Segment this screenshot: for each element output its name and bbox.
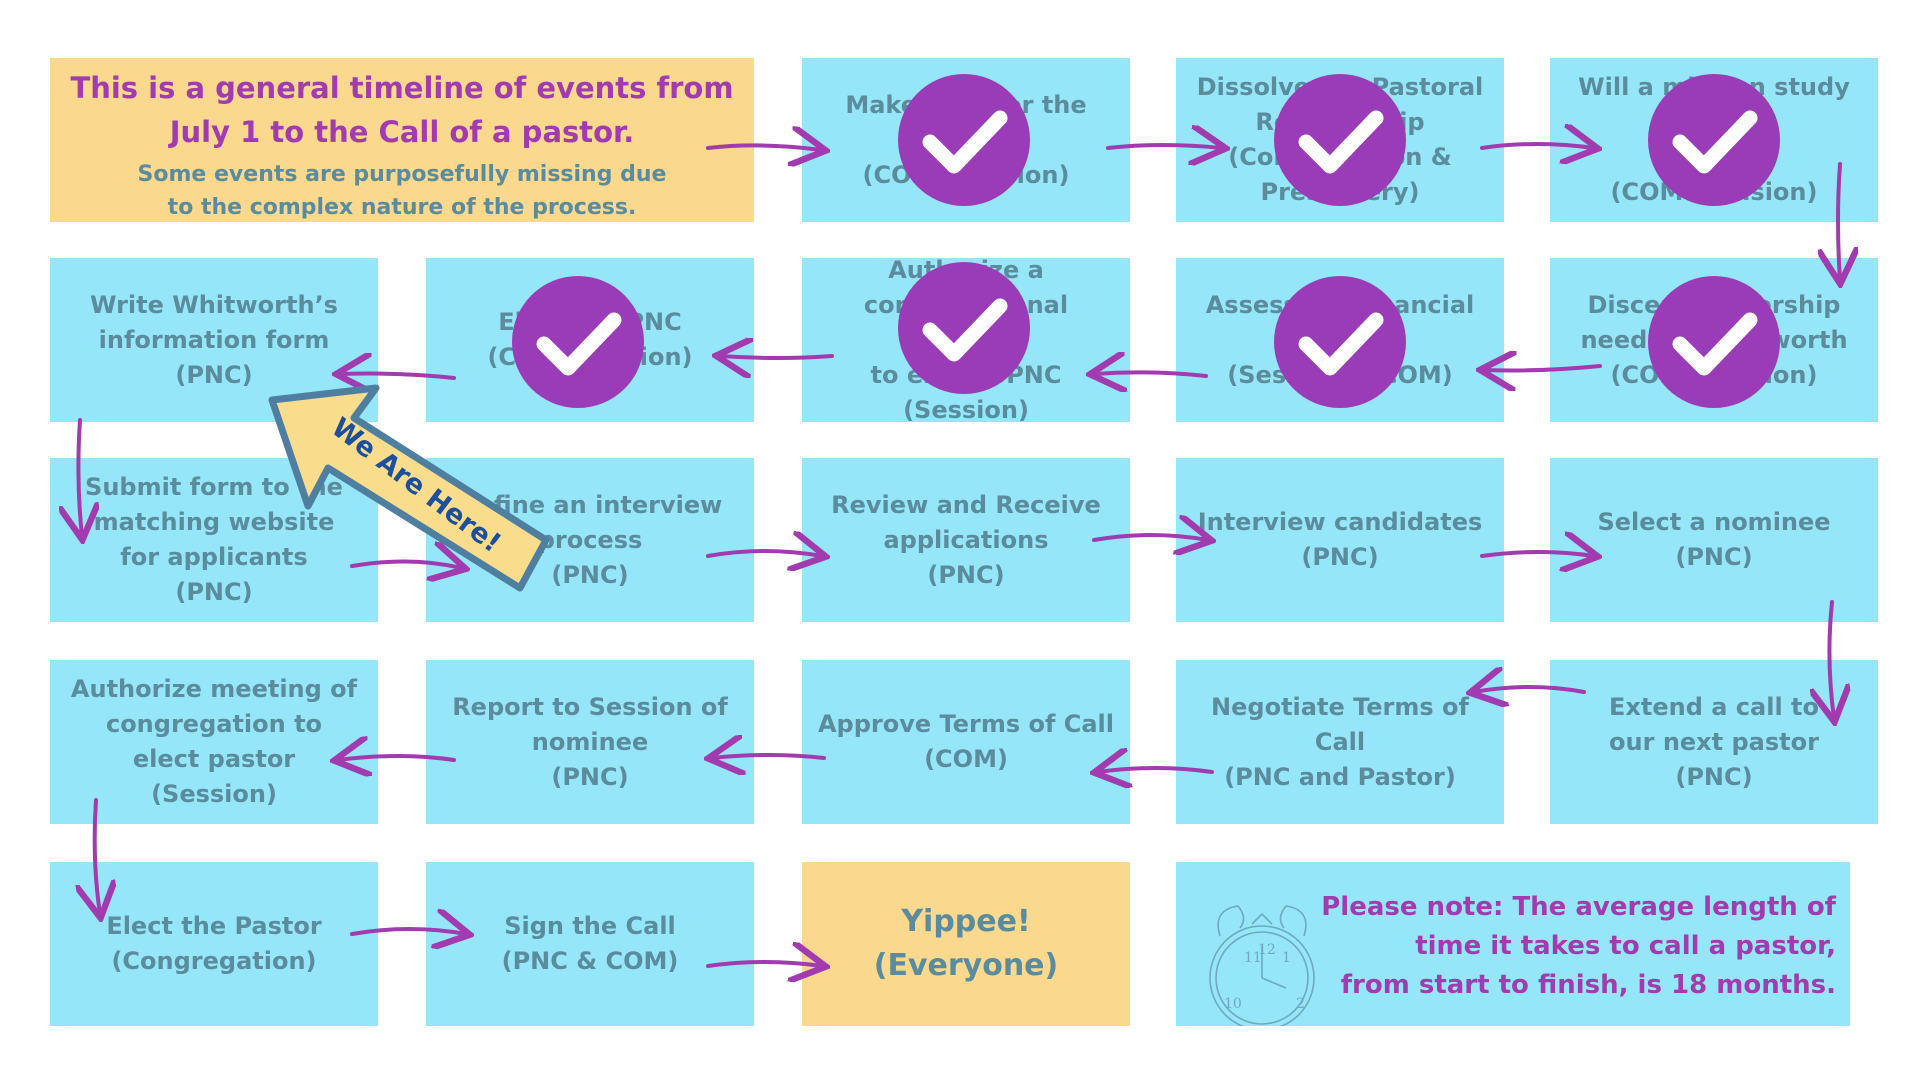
step-yippee: Yippee! (Everyone) [802,862,1130,1026]
step-extend-call: Extend a call to our next pastor (PNC) [1550,660,1878,824]
step-review-applications: Review and Receive applications (PNC) [802,458,1130,622]
alarm-clock-icon: 11 12 1 10 2 [1209,905,1315,1026]
checkmark-icon [512,276,644,408]
intro-box: This is a general timeline of events fro… [50,58,754,222]
note-box: 11 12 1 10 2 Please note: The average le… [1176,862,1850,1026]
step-submit-form: Submit form to the matching website for … [50,458,378,622]
step-authorize-meeting: Authorize meeting of congregation to ele… [50,660,378,824]
checkmark-icon [1648,276,1780,408]
step-sign-call: Sign the Call (PNC & COM) [426,862,754,1026]
note-text: Please note: The average length of time … [1321,892,1836,1000]
intro-title: This is a general timeline of events fro… [70,71,734,149]
checkmark-icon [1648,74,1780,206]
step-select-nominee: Select a nominee (PNC) [1550,458,1878,622]
step-interview-candidates: Interview candidates (PNC) [1176,458,1504,622]
step-approve-terms: Approve Terms of Call (COM) [802,660,1130,824]
intro-subtitle: Some events are purposefully missing due… [137,162,667,220]
clock-number: 1 [1282,950,1291,966]
clock-number: 2 [1296,996,1305,1012]
step-negotiate-terms: Negotiate Terms of Call (PNC and Pastor) [1176,660,1504,824]
checkmark-icon [1274,74,1406,206]
step-define-interview: Define an interview process (PNC) [426,458,754,622]
clock-number: 12 [1258,942,1276,958]
step-elect-pastor: Elect the Pastor (Congregation) [50,862,378,1026]
clock-number: 10 [1224,996,1242,1012]
checkmark-icon [898,74,1030,206]
clock-number: 11 [1244,950,1262,966]
step-report-session: Report to Session of nominee (PNC) [426,660,754,824]
checkmark-icon [898,262,1030,394]
checkmark-icon [1274,276,1406,408]
